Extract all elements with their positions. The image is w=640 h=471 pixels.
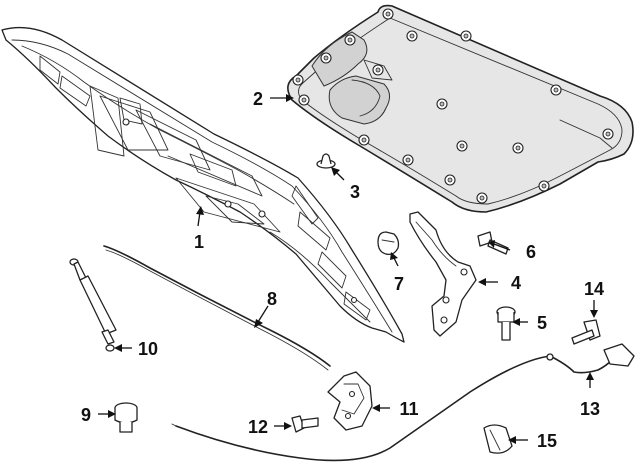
bolt-14-part	[571, 319, 601, 345]
callout-1: 1	[194, 232, 204, 252]
weatherstrip-part	[103, 245, 331, 371]
callout-10: 10	[138, 339, 158, 359]
callout-6: 6	[526, 242, 536, 262]
callout-leaders	[98, 94, 598, 444]
grommet-part	[483, 424, 513, 454]
bumper-part	[114, 402, 138, 433]
callout-9: 9	[81, 405, 91, 425]
hinge-part	[409, 211, 477, 337]
callout-14: 14	[584, 279, 604, 299]
callout-7: 7	[394, 274, 404, 294]
callout-labels: 1 2 3 4 5 6 7 8 9 10 11 12 13 14 15	[81, 89, 604, 451]
callout-3: 3	[350, 182, 360, 202]
bolt-5-part	[496, 306, 516, 341]
callout-13: 13	[580, 399, 600, 419]
callout-15: 15	[537, 431, 557, 451]
callout-4: 4	[511, 273, 521, 293]
strut-part	[69, 258, 117, 352]
callout-5: 5	[537, 313, 547, 333]
latch-part	[327, 371, 373, 431]
retainer-part	[316, 153, 336, 169]
callout-12: 12	[248, 417, 268, 437]
bolt-12-part	[291, 415, 319, 433]
callout-8: 8	[267, 289, 277, 309]
insulator-clips	[292, 8, 614, 204]
hood-insulator	[287, 4, 634, 213]
callout-2: 2	[253, 89, 263, 109]
callout-11: 11	[399, 399, 418, 419]
hood-panel	[1, 26, 405, 343]
cable-part	[171, 343, 635, 462]
clip-part	[377, 231, 400, 256]
